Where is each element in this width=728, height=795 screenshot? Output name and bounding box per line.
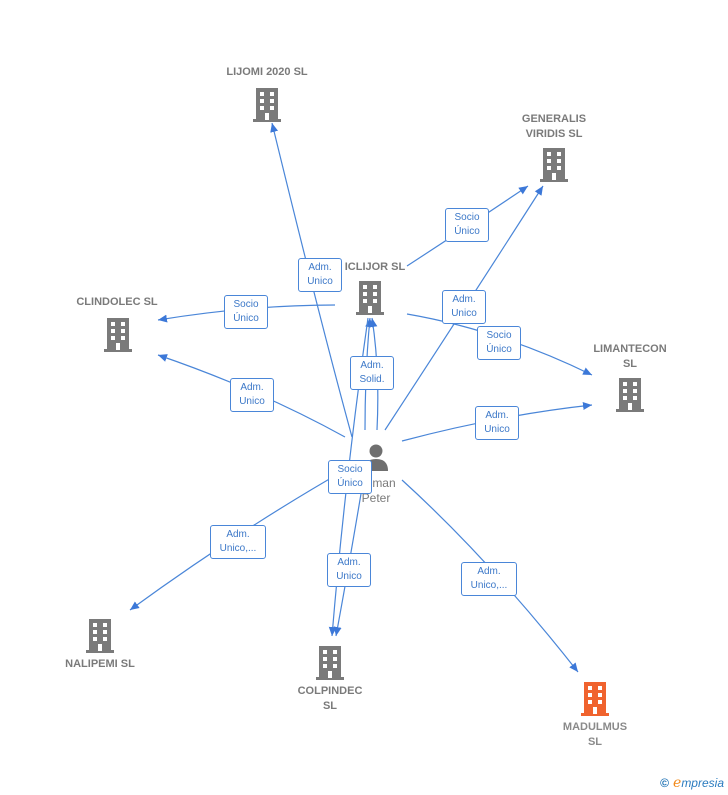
company-node-limantecon[interactable]: LIMANTECON SL	[580, 342, 680, 412]
company-label: COLPINDEC SL	[297, 685, 363, 712]
relation-label[interactable]: Socio Único	[477, 326, 521, 360]
company-label: ICLIJOR SL	[344, 261, 406, 273]
brand-logo-e: e	[673, 775, 682, 791]
building-icon	[86, 619, 114, 653]
relation-label[interactable]: Adm. Unico	[230, 378, 274, 412]
building-icon	[104, 318, 132, 352]
company-node-generalis[interactable]: GENERALIS VIRIDIS SL	[504, 112, 604, 182]
relation-label[interactable]: Socio Único	[328, 460, 372, 494]
building-icon	[356, 281, 384, 315]
building-icon-highlighted	[581, 682, 609, 716]
company-node-nalipemi[interactable]: NALIPEMI SL	[50, 617, 150, 672]
building-icon	[253, 88, 281, 122]
edge-lijomi	[270, 122, 353, 438]
relation-label[interactable]: Adm. Unico,...	[210, 525, 266, 559]
copyright-symbol: ©	[660, 776, 670, 790]
relation-label[interactable]: Adm. Solid.	[350, 356, 394, 390]
company-label: GENERALIS VIRIDIS SL	[521, 113, 587, 140]
relation-label[interactable]: Adm. Unico	[327, 553, 371, 587]
company-node-colpindec[interactable]: COLPINDEC SL	[280, 644, 380, 714]
relation-label[interactable]: Adm. Unico	[442, 290, 486, 324]
relation-label[interactable]: Adm. Unico,...	[461, 562, 517, 596]
company-label: LIJOMI 2020 SL	[226, 66, 308, 78]
company-label: CLINDOLEC SL	[76, 296, 158, 308]
relation-label[interactable]: Adm. Unico	[298, 258, 342, 292]
relation-label[interactable]: Adm. Unico	[475, 406, 519, 440]
relation-label[interactable]: Socio Único	[445, 208, 489, 242]
company-label: MADULMUS SL	[562, 721, 628, 748]
company-node-iclijor[interactable]: ICLIJOR SL	[330, 260, 420, 315]
company-label: NALIPEMI SL	[65, 658, 135, 670]
company-node-clindolec[interactable]: CLINDOLEC SL	[62, 295, 172, 352]
company-node-madulmus[interactable]: MADULMUS SL	[545, 680, 645, 750]
company-node-lijomi[interactable]: LIJOMI 2020 SL	[212, 65, 322, 122]
building-icon	[540, 148, 568, 182]
company-label: LIMANTECON SL	[593, 343, 667, 370]
building-icon	[616, 378, 644, 412]
brand-footer: ©empresia	[660, 775, 724, 791]
relation-label[interactable]: Socio Único	[224, 295, 268, 329]
building-icon	[316, 646, 344, 680]
brand-name: mpresia	[681, 776, 724, 790]
